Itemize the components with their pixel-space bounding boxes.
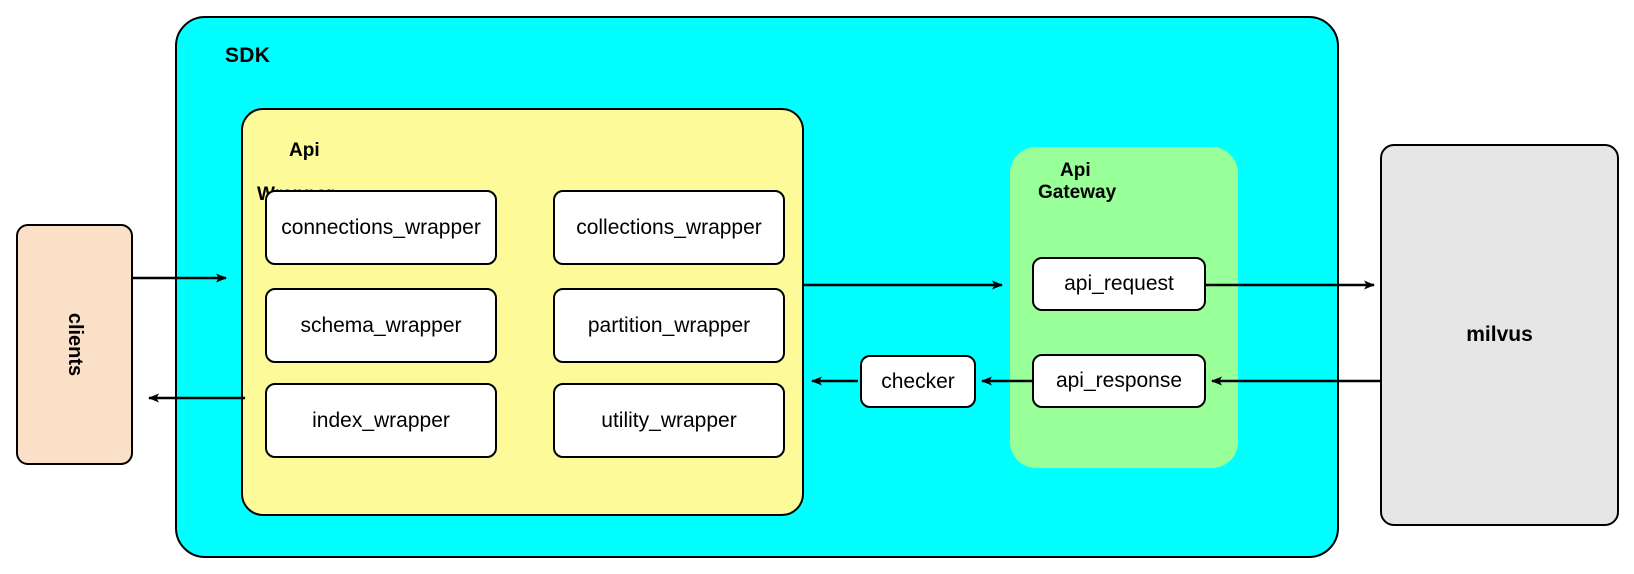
sdk-label: SDK <box>225 44 271 67</box>
clients-box[interactable]: clients <box>16 224 133 465</box>
partition-wrapper-box[interactable]: partition_wrapper <box>553 288 785 363</box>
index-wrapper-box[interactable]: index_wrapper <box>265 383 497 458</box>
api-request-box[interactable]: api_request <box>1032 257 1206 311</box>
api-gateway-label: Api Gateway <box>1038 160 1116 204</box>
api-gateway-label-line1: Api <box>1060 160 1091 181</box>
api-wrapper-label-line1: Api <box>289 140 320 162</box>
api-gateway-label-line2: Gateway <box>1038 182 1117 204</box>
milvus-box[interactable]: milvus <box>1380 144 1619 526</box>
utility-wrapper-box[interactable]: utility_wrapper <box>553 383 785 458</box>
schema-wrapper-box[interactable]: schema_wrapper <box>265 288 497 363</box>
api-response-box[interactable]: api_response <box>1032 354 1206 408</box>
clients-label: clients <box>63 312 86 377</box>
connections-wrapper-box[interactable]: connections_wrapper <box>265 190 497 265</box>
checker-box[interactable]: checker <box>860 355 976 408</box>
collections-wrapper-box[interactable]: collections_wrapper <box>553 190 785 265</box>
